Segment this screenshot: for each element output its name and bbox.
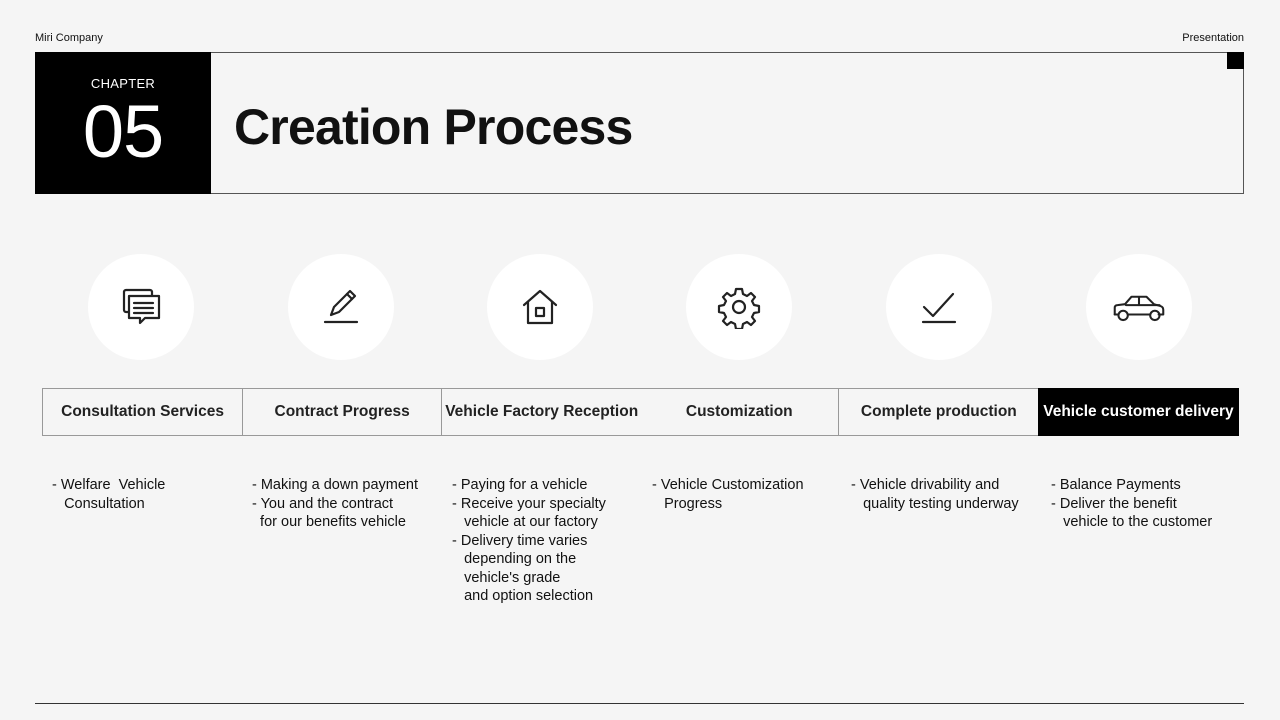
chapter-block: CHAPTER 05: [35, 52, 211, 194]
pencil-icon: [323, 289, 359, 324]
step-2-description: - Making a down payment - You and the co…: [252, 476, 442, 532]
header-panel: CHAPTER 05 Creation Process: [35, 52, 1244, 194]
step-1-label: Consultation Services: [42, 388, 244, 436]
description-line: for our benefits vehicle: [252, 514, 406, 530]
page-title: Creation Process: [234, 99, 633, 155]
document-type: Presentation: [1182, 32, 1244, 44]
step-5-label: Complete production: [838, 388, 1040, 436]
step-1-description: - Welfare Vehicle Consultation: [52, 476, 242, 513]
step-1-icon-circle: [88, 254, 194, 360]
description-line: - Welfare Vehicle: [52, 477, 166, 493]
description-line: - Vehicle drivability and: [851, 477, 1000, 493]
step-6-description: - Balance Payments - Deliver the benefit…: [1051, 476, 1241, 532]
checkmark-icon: [921, 292, 957, 324]
company-name: Miri Company: [35, 32, 103, 44]
step-4-description: - Vehicle Customization Progress: [652, 476, 842, 513]
description-line: - Deliver the benefit: [1051, 495, 1177, 512]
description-line: - You and the contract: [252, 495, 394, 512]
description-line: Consultation: [52, 495, 145, 512]
description-line: - Delivery time varies: [452, 532, 588, 549]
chat-icon: [122, 288, 161, 325]
step-3-description: - Paying for a vehicle - Receive your sp…: [452, 476, 642, 606]
gear-icon: [717, 287, 761, 329]
description-line: quality testing underway: [851, 495, 1019, 512]
description-line: Progress: [652, 495, 723, 512]
description-line: - Receive your specialty: [452, 495, 606, 512]
step-3-icon-circle: [487, 254, 593, 360]
step-6-label: Vehicle customer delivery: [1037, 388, 1239, 436]
corner-mark: [1227, 52, 1244, 69]
car-icon: [1113, 295, 1165, 322]
description-line: - Vehicle Customization: [652, 477, 804, 493]
description-line: and option selection: [452, 588, 594, 604]
step-2-label: Contract Progress: [241, 388, 443, 436]
house-icon: [522, 289, 558, 325]
footer-divider: [35, 703, 1244, 704]
description-line: vehicle's grade: [452, 569, 561, 586]
step-2-icon-circle: [288, 254, 394, 360]
step-4-label: Customization: [639, 388, 840, 436]
description-line: - Making a down payment: [252, 477, 419, 493]
step-3-label: Vehicle Factory Reception: [441, 388, 642, 436]
step-5-description: - Vehicle drivability and quality testin…: [851, 476, 1041, 513]
description-line: depending on the: [452, 551, 577, 567]
description-line: - Paying for a vehicle: [452, 477, 588, 493]
process-steps-bar: Consultation Services Contract Progress …: [42, 388, 1239, 436]
step-6-icon-circle: [1086, 254, 1192, 360]
chapter-label: CHAPTER: [90, 76, 156, 91]
step-4-icon-circle: [686, 254, 792, 360]
step-5-icon-circle: [886, 254, 992, 360]
description-line: vehicle at our factory: [452, 514, 598, 530]
description-line: - Balance Payments: [1051, 477, 1181, 493]
description-line: vehicle to the customer: [1051, 514, 1213, 530]
chapter-number: 05: [82, 90, 164, 173]
